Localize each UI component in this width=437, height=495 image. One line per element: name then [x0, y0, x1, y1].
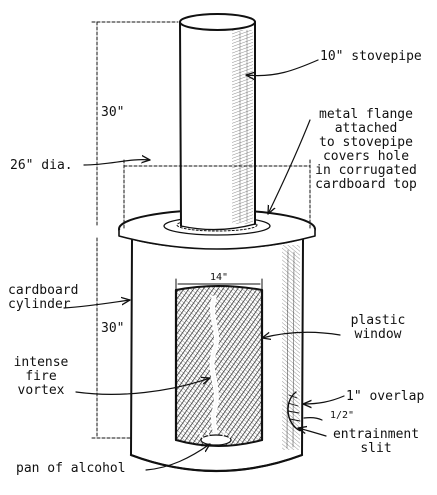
slit-width-label: 1/2": [330, 410, 355, 421]
flange-line-6: cardboard top: [315, 177, 417, 192]
flange-line-2: attached: [334, 121, 398, 136]
cylinder-line-2: cylinder: [8, 297, 71, 312]
cardboard-cylinder-label: cardboard cylinder: [8, 284, 78, 312]
flange-line-4: covers hole: [322, 149, 410, 164]
fire-vortex-label: intense fire vortex: [8, 356, 74, 398]
flange-line-5: in corrugated: [315, 163, 417, 178]
window-width-label: 14": [209, 272, 229, 283]
flange-line-3: to stovepipe: [319, 135, 413, 150]
flange-label: metal flange attached to stovepipe cover…: [296, 108, 436, 192]
height-bottom-label: 30": [101, 321, 125, 336]
cylinder-line-1: cardboard: [8, 283, 79, 298]
window-line-1: plastic: [350, 313, 406, 328]
stovepipe-label: 10" stovepipe: [320, 49, 422, 64]
overlap-label: 1" overlap: [346, 389, 425, 404]
window-line-2: window: [354, 327, 402, 342]
height-top-label: 30": [101, 105, 125, 120]
vortex-line-2: fire: [25, 369, 57, 384]
leader-lines: [63, 59, 345, 471]
entrainment-slit-label: entrainment slit: [318, 428, 434, 456]
vortex-line-1: intense: [13, 355, 69, 370]
diameter-label: 26" dia.: [10, 158, 73, 173]
cardboard-cylinder: [129, 239, 304, 473]
vortex-line-3: vortex: [17, 383, 65, 398]
dimension-lines: [91, 21, 311, 439]
slit-line-1: entrainment: [332, 427, 420, 442]
stovepipe: [179, 13, 256, 231]
slit-line-2: slit: [360, 441, 392, 456]
plastic-window: [174, 285, 264, 447]
pan-of-alcohol: [200, 434, 232, 446]
pan-label: pan of alcohol: [16, 461, 126, 476]
flange-line-1: metal flange: [319, 107, 413, 122]
plastic-window-label: plastic window: [338, 314, 418, 342]
